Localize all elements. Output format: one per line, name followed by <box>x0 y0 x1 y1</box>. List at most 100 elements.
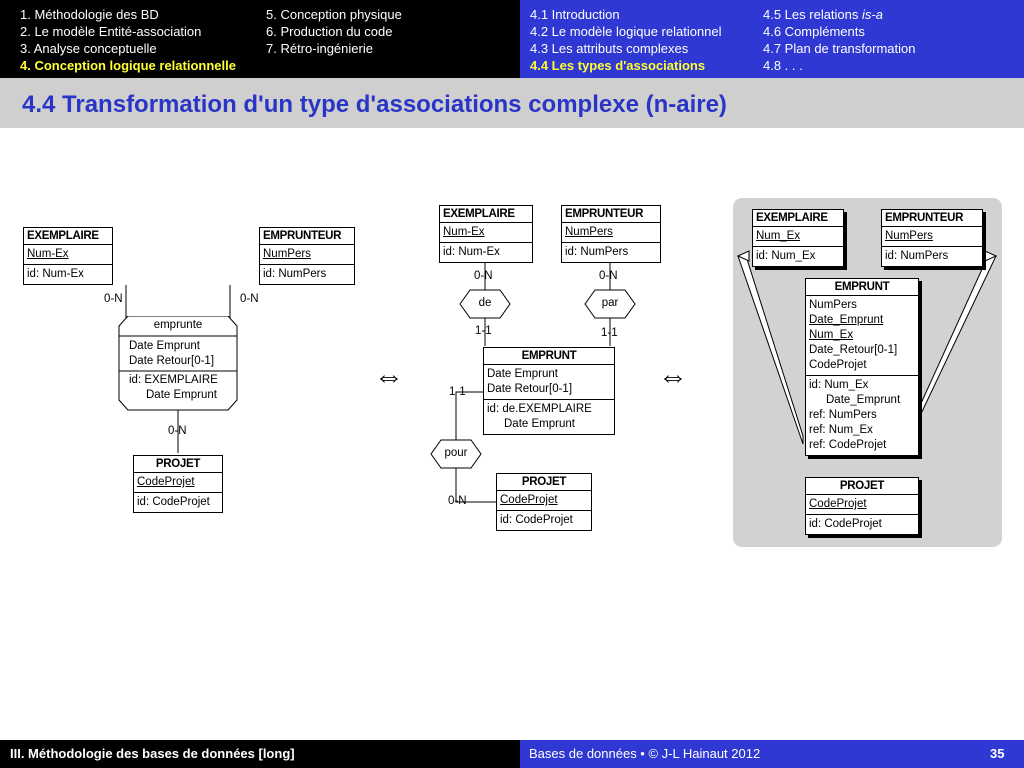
d3-emprunt-col-5: CodeProjet <box>809 359 867 371</box>
nav-section-4-7[interactable]: 4.7 Plan de transformation <box>763 41 916 56</box>
d3-emprunt-ref-3: ref: CodeProjet <box>809 439 887 451</box>
d3-projet-key: CodeProjet <box>806 495 918 515</box>
nav-section-4-6[interactable]: 4.6 Compléments <box>763 24 865 39</box>
d2-emprunteur-name: EMPRUNTEUR <box>562 206 660 223</box>
d2-emprunt-entity: EMPRUNT Date Emprunt Date Retour[0-1] id… <box>483 347 615 435</box>
d2-projet-entity: PROJET CodeProjet id: CodeProjet <box>496 473 592 531</box>
footer-page-number: 35 <box>990 746 1005 761</box>
footer-left-panel <box>0 740 520 768</box>
d1-relation-id-2: Date Emprunt <box>146 389 217 401</box>
d1-emprunteur-entity: EMPRUNTEUR NumPers id: NumPers <box>259 227 355 285</box>
d3-exemplaire-table: EXEMPLAIRE Num_Ex id: Num_Ex <box>752 209 844 267</box>
d2-emprunteur-key: NumPers <box>562 223 660 243</box>
d1-projet-key: CodeProjet <box>134 473 222 493</box>
d1-exemplaire-entity: EXEMPLAIRE Num-Ex id: Num-Ex <box>23 227 113 285</box>
d2-emprunt-id-1: id: de.EXEMPLAIRE <box>487 403 592 415</box>
d1-relation-identifier: id: EXEMPLAIRE Date Emprunt <box>129 373 218 403</box>
nav-sections-col1: 4.1 Introduction 4.2 Le modèle logique r… <box>530 6 722 74</box>
d2-card-de-bottom: 1-1 <box>475 325 492 337</box>
d3-emprunt-col-4: Date_Retour[0-1] <box>809 344 898 356</box>
d3-emprunt-table: EMPRUNT NumPers Date_Emprunt Num_Ex Date… <box>805 278 919 456</box>
d3-emprunt-name: EMPRUNT <box>806 279 918 296</box>
d2-projet-name: PROJET <box>497 474 591 491</box>
page-title: 4.4 Transformation d'un type d'associati… <box>22 91 727 118</box>
nav-section-4-8[interactable]: 4.8 . . . <box>763 58 803 73</box>
d1-emprunteur-key: NumPers <box>260 245 354 265</box>
nav-section-4-5-italic: is-a <box>862 7 883 22</box>
d2-rel-pour-label: pour <box>444 447 468 459</box>
d3-exemplaire-id: id: Num_Ex <box>756 250 816 262</box>
d2-emprunt-attr-1: Date Emprunt <box>487 368 558 380</box>
nav-chapter-5[interactable]: 5. Conception physique <box>266 7 402 22</box>
nav-chapter-6[interactable]: 6. Production du code <box>266 24 393 39</box>
d3-projet-table: PROJET CodeProjet id: CodeProjet <box>805 477 919 535</box>
nav-section-4-4-current[interactable]: 4.4 Les types d'associations <box>530 58 706 73</box>
d1-relation-id-1: id: EXEMPLAIRE <box>129 374 218 386</box>
d2-card-pour-bottom: 0-N <box>448 495 467 507</box>
d2-rel-par-label: par <box>601 297 619 309</box>
d2-card-par-top: 0-N <box>599 270 618 282</box>
nav-section-4-2[interactable]: 4.2 Le modèle logique relationnel <box>530 24 722 39</box>
nav-section-4-1[interactable]: 4.1 Introduction <box>530 7 620 22</box>
nav-section-4-5-text: 4.5 Les relations <box>763 7 863 22</box>
header-right-panel <box>520 0 1024 78</box>
nav-chapters-col1: 1. Méthodologie des BD 2. Le modèle Enti… <box>20 6 236 74</box>
d1-projet-name: PROJET <box>134 456 222 473</box>
d3-emprunt-ref-1: ref: NumPers <box>809 409 877 421</box>
d1-emprunteur-name: EMPRUNTEUR <box>260 228 354 245</box>
d1-projet-id: id: CodeProjet <box>137 496 210 508</box>
d3-emprunt-constraints: id: Num_Ex Date_Emprunt ref: NumPers ref… <box>806 376 918 455</box>
d3-projet-name: PROJET <box>806 478 918 495</box>
d2-card-par-bottom: 1-1 <box>601 327 618 339</box>
d2-emprunteur-id: id: NumPers <box>565 246 629 258</box>
d2-emprunt-id-2: Date Emprunt <box>504 418 575 430</box>
d2-emprunt-attr-2: Date Retour[0-1] <box>487 383 573 395</box>
equivalence-icon-1: ⇔ <box>374 360 404 393</box>
d3-exemplaire-key: Num_Ex <box>753 227 843 247</box>
d2-exemplaire-entity: EXEMPLAIRE Num-Ex id: Num-Ex <box>439 205 533 263</box>
d3-emprunteur-name: EMPRUNTEUR <box>882 210 982 227</box>
nav-chapter-1[interactable]: 1. Méthodologie des BD <box>20 7 159 22</box>
d3-exemplaire-name: EXEMPLAIRE <box>753 210 843 227</box>
nav-chapter-7[interactable]: 7. Rétro-ingénierie <box>266 41 373 56</box>
nav-chapters-col2: 5. Conception physique 6. Production du … <box>266 6 402 57</box>
nav-section-4-5[interactable]: 4.5 Les relations is-a <box>763 6 915 23</box>
d1-exemplaire-key: Num-Ex <box>24 245 112 265</box>
d1-relation-attr-2: Date Retour[0-1] <box>129 355 215 367</box>
d1-relation-attr-1: Date Emprunt <box>129 340 200 352</box>
d1-relation-attributes: Date Emprunt Date Retour[0-1] <box>129 339 214 369</box>
d3-emprunt-id-1: id: Num_Ex <box>809 379 869 391</box>
d3-emprunteur-id: id: NumPers <box>885 250 949 262</box>
d3-emprunt-col-1: NumPers <box>809 299 857 311</box>
nav-section-4-3[interactable]: 4.3 Les attributs complexes <box>530 41 689 56</box>
d2-projet-key: CodeProjet <box>497 491 591 511</box>
d3-emprunt-col-3: Num_Ex <box>809 329 854 341</box>
d2-card-pour-top: 1-1 <box>449 386 466 398</box>
d1-exemplaire-name: EXEMPLAIRE <box>24 228 112 245</box>
d1-emprunte-relation-shape <box>118 316 238 411</box>
footer-course-title: III. Méthodologie des bases de données [… <box>10 746 295 761</box>
d1-exemplaire-id: id: Num-Ex <box>27 268 84 280</box>
d2-emprunteur-entity: EMPRUNTEUR NumPers id: NumPers <box>561 205 661 263</box>
d1-projet-entity: PROJET CodeProjet id: CodeProjet <box>133 455 223 513</box>
d1-card-exemplaire: 0-N <box>104 293 123 305</box>
d2-rel-de-label: de <box>478 297 492 309</box>
nav-sections-col2: 4.5 Les relations is-a 4.6 Compléments 4… <box>763 6 915 74</box>
footer-right-panel <box>520 740 1024 768</box>
nav-chapter-3[interactable]: 3. Analyse conceptuelle <box>20 41 157 56</box>
d1-card-projet: 0-N <box>168 425 187 437</box>
d2-card-de-top: 0-N <box>474 270 493 282</box>
d2-exemplaire-id: id: Num-Ex <box>443 246 500 258</box>
nav-chapter-2[interactable]: 2. Le modèle Entité-association <box>20 24 202 39</box>
equivalence-icon-2: ⇔ <box>658 360 688 393</box>
d1-card-emprunteur: 0-N <box>240 293 259 305</box>
d3-emprunt-ref-2: ref: Num_Ex <box>809 424 873 436</box>
d2-projet-id: id: CodeProjet <box>500 514 573 526</box>
d3-emprunt-col-2: Date_Emprunt <box>809 314 884 326</box>
d2-emprunt-attributes: Date Emprunt Date Retour[0-1] <box>484 365 614 400</box>
footer-copyright: Bases de données • © J-L Hainaut 2012 <box>529 746 761 761</box>
nav-chapter-4-current[interactable]: 4. Conception logique relationnelle <box>20 58 236 73</box>
d3-projet-id: id: CodeProjet <box>809 518 882 530</box>
header-left-panel <box>0 0 520 78</box>
